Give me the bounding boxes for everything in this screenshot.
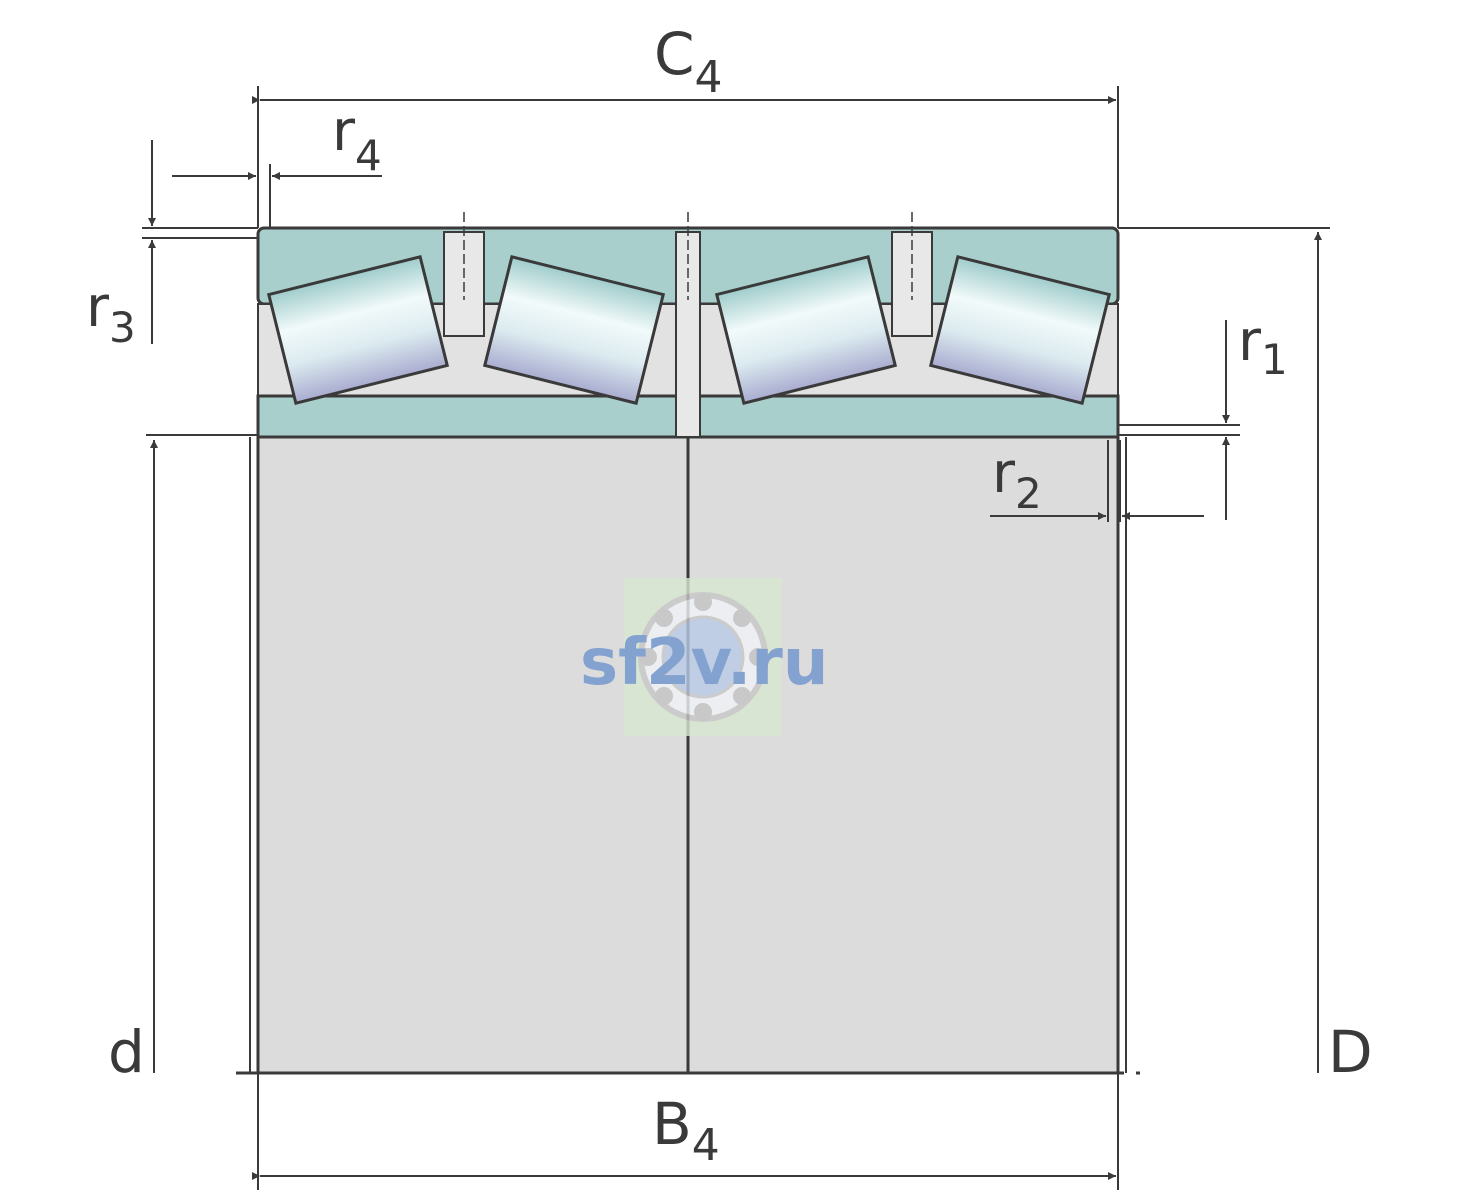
label-d: d: [108, 1018, 145, 1086]
label-c4: C4: [654, 20, 723, 103]
roller-1: [266, 254, 450, 406]
spacer-right: [891, 212, 933, 337]
watermark: sf2v.ru: [580, 578, 828, 736]
spacer-left: [443, 212, 485, 337]
watermark-text: sf2v.ru: [580, 626, 828, 700]
extension-lines: [142, 86, 1330, 1190]
spacer-center: [675, 212, 701, 438]
label-D: D: [1328, 1018, 1373, 1086]
roller-2: [482, 254, 666, 406]
roller-3: [714, 254, 898, 406]
label-r1: r1: [1238, 309, 1288, 384]
label-r3: r3: [86, 275, 136, 352]
label-b4: B4: [652, 1090, 720, 1171]
label-r4: r4: [332, 99, 382, 180]
label-r2: r2: [992, 441, 1042, 518]
roller-4: [928, 254, 1112, 406]
